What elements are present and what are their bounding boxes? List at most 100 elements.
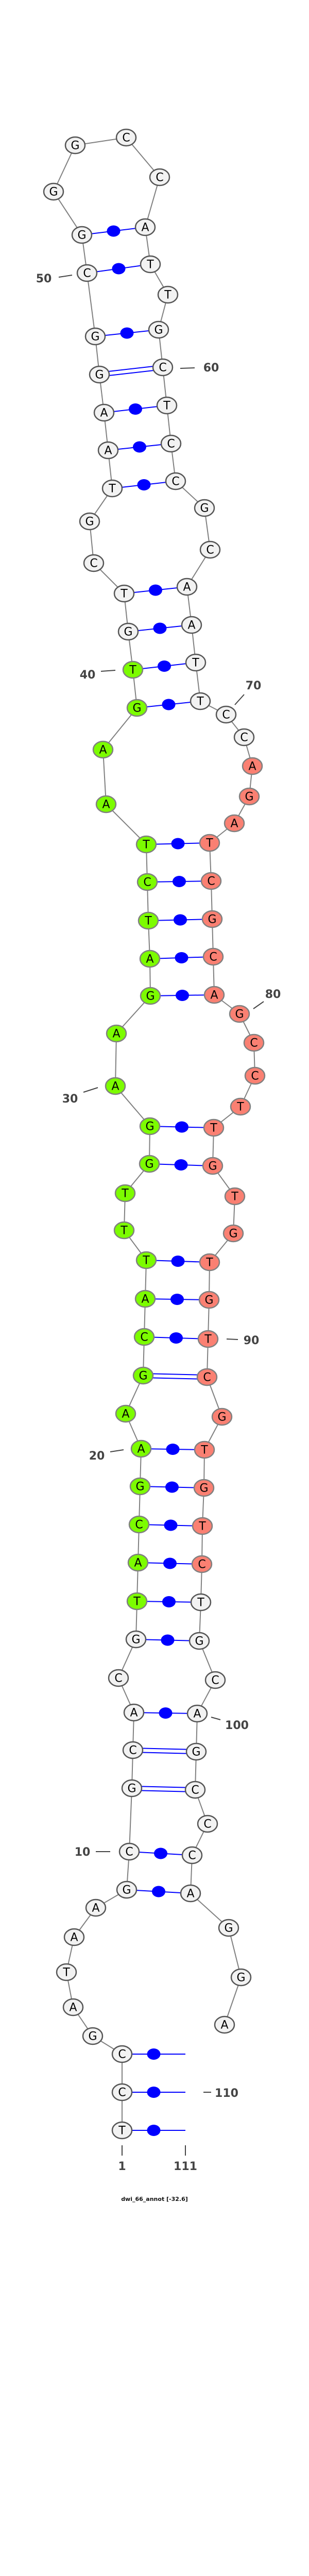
nucleotide-44: G <box>79 512 100 531</box>
gc-pair-line <box>131 1789 195 1792</box>
nucleotide-letter: C <box>206 544 214 557</box>
gc-pair-line <box>133 1748 197 1751</box>
nucleotide-letter: C <box>188 1850 196 1862</box>
nucleotide-32: G <box>140 987 161 1005</box>
nucleotide-circle <box>117 622 139 641</box>
pair-dot <box>164 1519 178 1531</box>
nucleotide-circle <box>89 365 110 384</box>
nucleotide-letter: C <box>159 362 166 375</box>
nucleotide-letter: C <box>118 2048 126 2061</box>
nucleotide-74: A <box>224 814 245 833</box>
nucleotide-16: T <box>126 1592 148 1611</box>
nucleotide-86: T <box>224 1187 246 1206</box>
nucleotide-letter: C <box>198 1558 205 1571</box>
nucleotide-25: T <box>135 1251 157 1269</box>
label-tick <box>110 1449 124 1452</box>
nucleotide-circle <box>118 1842 140 1861</box>
pair-dot <box>153 622 167 634</box>
nucleotide-letter: A <box>70 1931 78 1944</box>
nucleotide-circle <box>176 578 198 596</box>
nucleotide-62: C <box>160 434 182 453</box>
nucleotide-30: A <box>105 1077 126 1095</box>
nucleotide-letter: T <box>121 1188 129 1200</box>
nucleotide-circle <box>224 814 245 833</box>
backbone-link <box>102 749 107 805</box>
nucleotide-circle <box>121 1779 143 1798</box>
position-label: 40 <box>80 669 96 682</box>
pair-dot <box>175 1121 188 1133</box>
nucleotide-circle <box>126 699 148 717</box>
nucleotide-letter: T <box>108 483 116 496</box>
position-label: 110 <box>215 2087 238 2100</box>
nucleotide-9: G <box>116 1880 138 1899</box>
nucleotide-68: T <box>185 653 207 672</box>
nucleotide-100: A <box>186 1704 208 1723</box>
nucleotide-letter: A <box>100 407 108 420</box>
nucleotide-8: A <box>85 1899 107 1917</box>
nucleotide-letter: G <box>122 1884 131 1897</box>
nucleotide-3: C <box>111 2045 133 2063</box>
nucleotide-102: C <box>184 1781 206 1799</box>
label-tick <box>211 1717 221 1720</box>
nucleotide-97: T <box>190 1593 212 1612</box>
nucleotide-103: C <box>197 1815 218 1833</box>
nucleotide-64: G <box>194 499 215 517</box>
nucleotide-letter: A <box>134 1557 142 1570</box>
nucleotide-letter: G <box>135 1481 144 1494</box>
nucleotide-letter: C <box>171 476 179 488</box>
nucleotide-57: T <box>140 255 161 274</box>
pair-dot <box>174 1159 188 1171</box>
nucleotide-circle <box>62 1998 84 2016</box>
nucleotide-letter: C <box>250 1037 258 1050</box>
nucleotide-22: G <box>132 1366 154 1385</box>
gc-pair-line <box>99 368 163 377</box>
nucleotide-50: C <box>76 264 98 282</box>
nucleotide-55: C <box>149 168 170 187</box>
nucleotide-circle <box>134 1290 156 1308</box>
nucleotide-letter: G <box>217 1411 226 1424</box>
nucleotide-letter: T <box>198 1520 206 1533</box>
pair-dot <box>129 403 142 415</box>
nucleotide-1: T <box>111 2121 133 2140</box>
pair-dot <box>165 1481 179 1493</box>
label-tick <box>100 670 116 672</box>
nucleotide-circle <box>185 1742 207 1761</box>
pair-dot <box>137 479 151 490</box>
nucleotide-49: G <box>84 327 106 346</box>
nucleotide-84: T <box>203 1118 225 1137</box>
nucleotide-circle <box>106 1024 127 1043</box>
nucleotide-26: T <box>113 1221 135 1240</box>
nucleotide-61: T <box>156 396 178 415</box>
pair-dot <box>149 584 162 596</box>
nucleotide-81: C <box>243 1033 265 1052</box>
nucleotide-circle <box>113 1221 135 1240</box>
nucleotide-letter: G <box>145 1158 153 1171</box>
nucleotide-89: G <box>198 1291 220 1309</box>
nucleotide-letter: A <box>99 744 107 757</box>
nucleotide-circle <box>132 1366 154 1385</box>
nucleotide-circle <box>196 1368 218 1386</box>
nucleotide-letter: A <box>112 1028 120 1041</box>
pair-dot <box>161 1634 175 1646</box>
nucleotide-circle <box>85 1899 107 1917</box>
pair-dot <box>147 2125 161 2136</box>
nucleotide-circle <box>156 396 178 415</box>
nucleotide-circle <box>125 1630 147 1649</box>
pair-dot <box>171 1256 185 1267</box>
pair-dot <box>152 1886 165 1897</box>
nucleotide-circle <box>108 1669 129 1687</box>
nucleotide-letter: G <box>199 1482 208 1495</box>
nucleotide-circle <box>201 910 223 928</box>
pair-dot <box>158 660 171 672</box>
nucleotide-letter: G <box>127 1783 136 1795</box>
nucleotide-letter: G <box>49 186 58 199</box>
nucleotides: TCCGATAAGCGCACGTACGAAGCATTTGGAAGATCTAAGT… <box>43 128 266 2140</box>
nucleotide-circle <box>224 1187 246 1206</box>
nucleotide-circle <box>190 692 211 710</box>
nucleotide-4: G <box>82 2027 104 2045</box>
nucleotide-letter: C <box>122 132 130 145</box>
nucleotide-circle <box>130 1439 152 1458</box>
nucleotide-15: G <box>125 1630 147 1649</box>
nucleotide-circle <box>230 1097 251 1116</box>
nucleotide-letter: A <box>187 619 195 632</box>
